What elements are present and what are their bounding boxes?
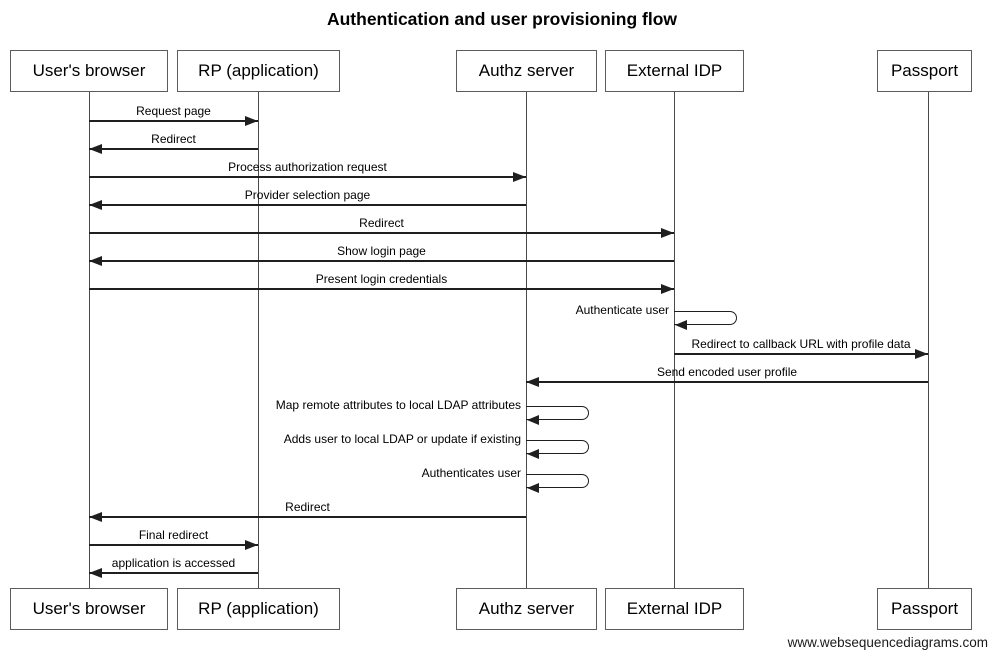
message-label: Redirect (151, 132, 196, 146)
message-line (89, 148, 258, 150)
message-line (89, 120, 258, 122)
actor-box-bottom-rp: RP (application) (177, 588, 340, 630)
actor-box-top-authz: Authz server (456, 50, 597, 92)
message-line (89, 288, 674, 290)
self-message-label: Authenticate user (575, 303, 669, 317)
message-label: Send encoded user profile (656, 365, 798, 379)
actor-box-bottom-browser: User's browser (10, 588, 168, 630)
lifeline-idp (674, 92, 676, 588)
message-arrowhead-right (661, 284, 674, 294)
message-line (89, 260, 674, 262)
message-label: application is accessed (111, 556, 236, 570)
actor-box-bottom-authz: Authz server (456, 588, 597, 630)
message-arrowhead-left (89, 200, 102, 210)
message-label: Redirect (359, 216, 404, 230)
message-label: Request page (136, 104, 211, 118)
actor-box-bottom-passport: Passport (877, 588, 972, 630)
self-message-loop (526, 406, 589, 420)
message-label: Provider selection page (244, 188, 371, 202)
lifeline-passport (928, 92, 930, 588)
lifeline-authz (526, 92, 528, 588)
self-message-label: Map remote attributes to local LDAP attr… (275, 398, 521, 412)
message-arrowhead-left (89, 256, 102, 266)
self-message-arrowhead (675, 319, 687, 330)
message-arrowhead-left (89, 568, 102, 578)
actor-box-top-passport: Passport (877, 50, 972, 92)
message-label: Redirect (285, 500, 330, 514)
message-arrowhead-right (661, 228, 674, 238)
lifeline-browser (89, 92, 91, 588)
actor-box-top-browser: User's browser (10, 50, 168, 92)
message-line (674, 353, 928, 355)
self-message-loop (526, 440, 589, 454)
message-label: Present login credentials (315, 272, 448, 286)
self-message-arrowhead (527, 448, 539, 459)
self-message-loop (526, 474, 589, 488)
message-line (89, 516, 526, 518)
message-arrowhead-left (89, 144, 102, 154)
message-label: Final redirect (138, 528, 209, 542)
message-arrowhead-right (245, 116, 258, 126)
message-line (89, 572, 258, 574)
message-line (89, 544, 258, 546)
message-label: Redirect to callback URL with profile da… (691, 337, 911, 351)
page-title: Authentication and user provisioning flo… (326, 9, 677, 29)
message-label: Process authorization request (228, 160, 387, 174)
message-line (89, 204, 526, 206)
actor-box-top-idp: External IDP (605, 50, 744, 92)
message-line (89, 176, 526, 178)
message-arrowhead-left (526, 377, 539, 387)
actor-box-bottom-idp: External IDP (605, 588, 744, 630)
self-message-label: Adds user to local LDAP or update if exi… (283, 432, 521, 446)
message-arrowhead-right (245, 540, 258, 550)
message-arrowhead-left (89, 512, 102, 522)
self-message-label: Authenticates user (421, 466, 521, 480)
watermark: www.websequencediagrams.com (787, 635, 988, 650)
message-line (89, 232, 674, 234)
lifeline-rp (258, 92, 260, 588)
actor-box-top-rp: RP (application) (177, 50, 340, 92)
message-label: Show login page (337, 244, 426, 258)
message-arrowhead-right (513, 172, 526, 182)
message-arrowhead-right (915, 349, 928, 359)
self-message-arrowhead (527, 482, 539, 493)
self-message-arrowhead (527, 414, 539, 425)
message-line (526, 381, 928, 383)
self-message-loop (674, 311, 737, 325)
